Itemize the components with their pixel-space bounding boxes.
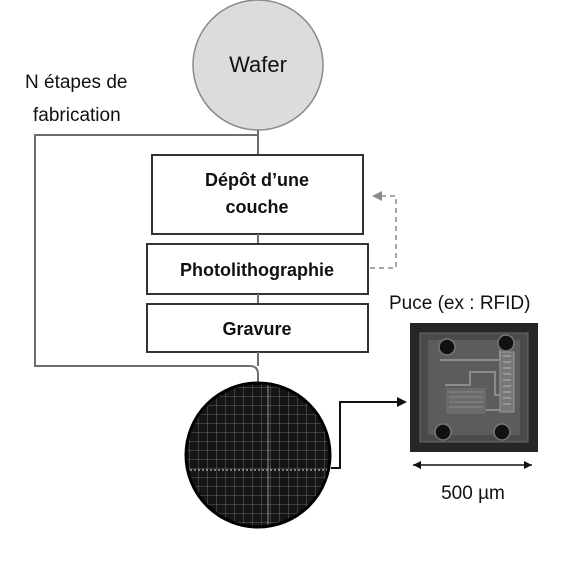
arrow-to-chip — [331, 397, 407, 469]
step-deposit-line2: couche — [225, 197, 288, 217]
processed-wafer-edge — [184, 381, 332, 529]
arrow-to-processed-wafer — [249, 365, 263, 395]
chip-pad-bottom-left — [434, 423, 452, 441]
step-etching-box — [146, 303, 369, 353]
processed-wafer-grid — [186, 383, 330, 527]
scale-label: 500 µm — [441, 483, 505, 504]
chip-pad-top-left — [438, 338, 456, 356]
step-photolithography-label: Photolithographie — [180, 260, 334, 280]
step-photolithography-box — [146, 243, 369, 295]
wafer-node: Wafer — [192, 0, 324, 131]
loop-label-line2: fabrication — [33, 105, 121, 126]
step-deposit-line1: Dépôt d’une — [205, 170, 309, 190]
chip-pad-top-right — [497, 334, 515, 352]
wafer-label: Wafer — [229, 52, 287, 77]
loop-label-line1: N étapes de — [25, 72, 127, 93]
chip-pad-bottom-right — [493, 423, 511, 441]
loop-line — [34, 134, 263, 395]
dashed-feedback-arrow — [370, 191, 397, 269]
step-deposit-box — [151, 154, 364, 235]
step-photolithography: Photolithographie — [146, 243, 369, 295]
step-etching: Gravure — [146, 303, 369, 353]
chip-image — [410, 323, 538, 452]
processed-wafer — [184, 381, 332, 529]
step-deposit: Dépôt d’une couche — [151, 154, 364, 235]
scale-bar — [413, 461, 532, 469]
chip-title: Puce (ex : RFID) — [389, 293, 530, 314]
step-etching-label: Gravure — [222, 319, 291, 339]
